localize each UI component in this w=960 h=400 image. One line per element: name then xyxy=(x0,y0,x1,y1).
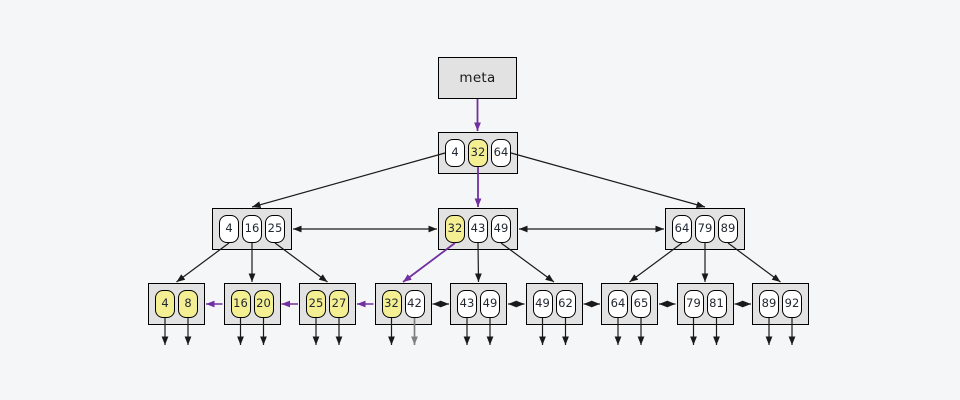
key-cell: 89 xyxy=(718,215,738,243)
key-cell: 64 xyxy=(672,215,692,243)
key-cell: 49 xyxy=(480,290,500,318)
key-cell: 64 xyxy=(491,139,511,167)
key-cell: 92 xyxy=(782,290,802,318)
key-cell: 27 xyxy=(329,290,349,318)
key-cell: 79 xyxy=(695,215,715,243)
meta-node-label: meta xyxy=(459,70,496,86)
key-cell: 64 xyxy=(608,290,628,318)
key-cell: 49 xyxy=(532,290,553,318)
key-cell: 81 xyxy=(706,290,727,318)
key-cell: 32 xyxy=(468,139,488,167)
key-cell: 79 xyxy=(683,290,704,318)
edge-root-to-internal-2 xyxy=(510,152,706,208)
key-cell: 49 xyxy=(491,215,511,243)
key-cell: 32 xyxy=(381,290,402,318)
key-cell: 20 xyxy=(253,290,274,318)
key-cell: 16 xyxy=(242,215,262,243)
key-cell: 16 xyxy=(230,290,251,318)
tree-node-meta: meta xyxy=(438,57,517,99)
key-cell: 43 xyxy=(468,215,488,243)
key-cell: 62 xyxy=(555,290,576,318)
key-cell: 25 xyxy=(306,290,326,318)
key-cell: 89 xyxy=(759,290,779,318)
edge-root-to-internal-0 xyxy=(251,152,446,208)
key-cell: 4 xyxy=(155,290,175,318)
key-cell: 8 xyxy=(178,290,198,318)
key-cell: 4 xyxy=(219,215,239,243)
key-cell: 43 xyxy=(457,290,477,318)
key-cell: 42 xyxy=(404,290,425,318)
key-cell: 25 xyxy=(265,215,285,243)
key-cell: 4 xyxy=(445,139,465,167)
key-cell: 65 xyxy=(631,290,651,318)
key-cell: 32 xyxy=(445,215,465,243)
